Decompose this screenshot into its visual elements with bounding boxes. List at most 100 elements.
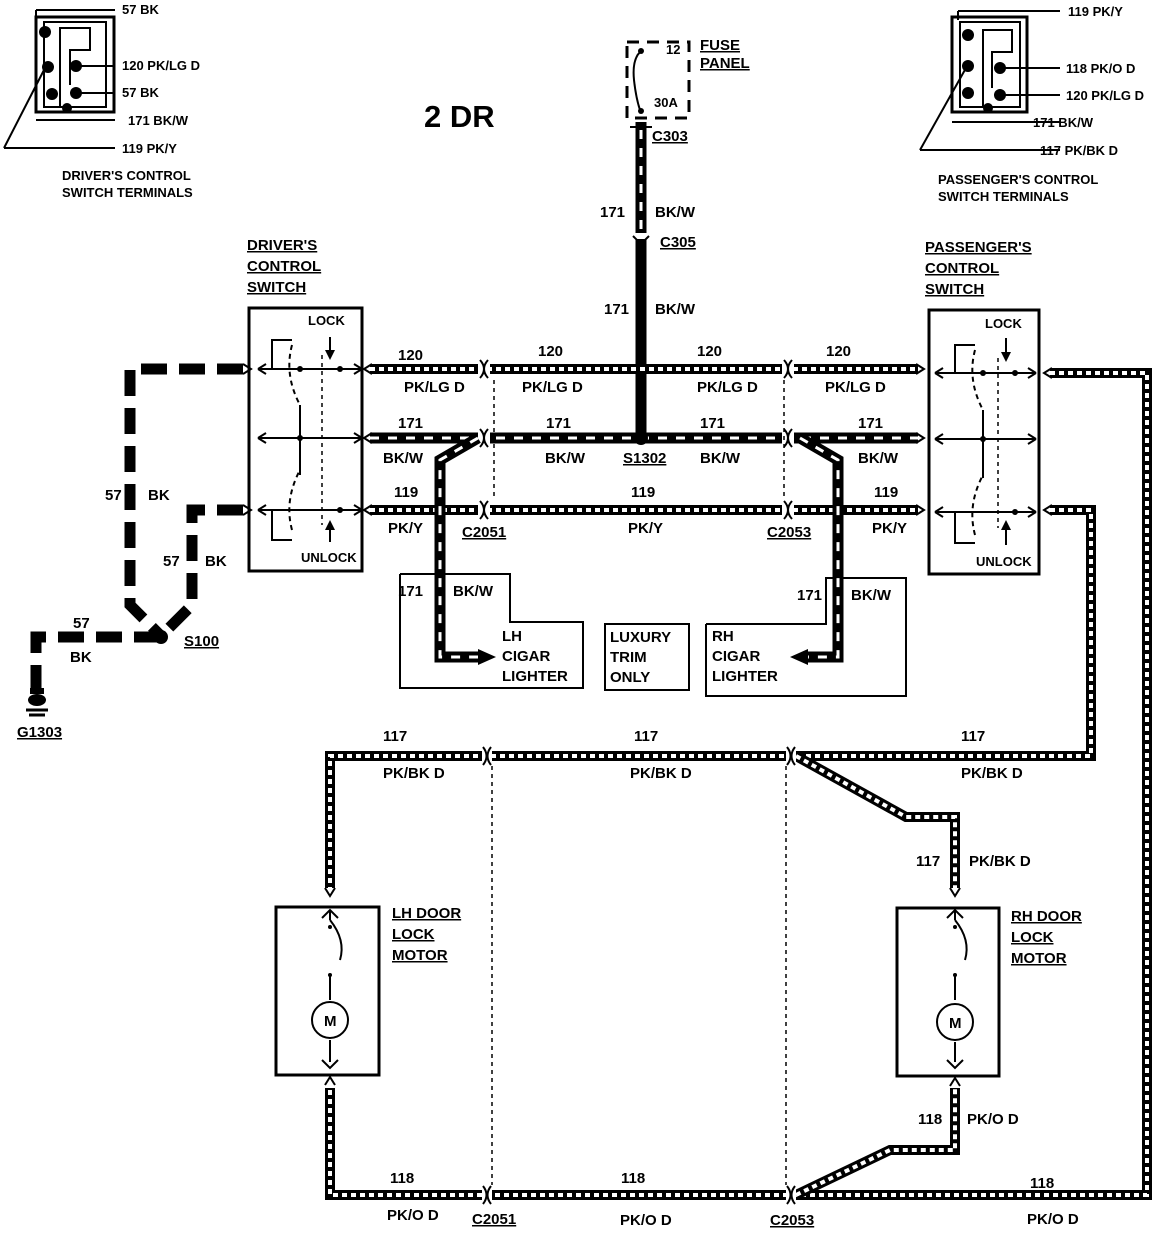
driver-terminal-wire-2: 120 PK/LG D: [122, 58, 200, 73]
ground-circuit-57: 57 BK 57 BK 57 BK S100 G1303: [17, 363, 243, 741]
driver-terminal-wire-1: 57 BK: [122, 2, 159, 17]
fuse-panel: 12 30A FUSE PANEL: [625, 37, 750, 120]
passenger-switch-lock-label: LOCK: [985, 316, 1022, 331]
wire-171: 171 BK/W 171 BK/W S1302 171 BK/W 171 BK/…: [370, 415, 918, 467]
connector-c2053-lower: C2053: [770, 1212, 814, 1229]
wire-120-number-4: 120: [826, 343, 851, 360]
wire-120: 120 PK/LG D 120 PK/LG D 120 PK/LG D 120 …: [370, 343, 918, 396]
lh-lighter-label-1: LH: [502, 628, 522, 645]
driver-terminal-wire-4: 171 BK/W: [128, 113, 189, 128]
fuse-panel-label-1: FUSE: [700, 37, 740, 54]
wire-120-color-3: PK/LG D: [697, 379, 758, 396]
feed-wire-color-lower: BK/W: [655, 301, 696, 318]
luxury-trim-box: LUXURY TRIM ONLY: [604, 623, 690, 691]
wire-120-color-4: PK/LG D: [825, 379, 886, 396]
feed-wire-number-upper: 171: [600, 204, 625, 221]
driver-switch-label-2: CONTROL: [247, 258, 321, 275]
wire-171-number-2: 171: [546, 415, 571, 432]
wire-117-number-2: 117: [634, 728, 658, 745]
wire-171-color-3: BK/W: [700, 450, 741, 467]
rh-lighter-label-3: LIGHTER: [712, 668, 778, 685]
fuse-rating: 30A: [654, 95, 678, 110]
ground-g1303: G1303: [17, 724, 62, 741]
feed-wire-number-lower: 171: [604, 301, 629, 318]
splice-s100: S100: [184, 633, 219, 650]
rh-cigar-lighter: 171 BK/W RH CIGAR LIGHTER: [705, 433, 907, 697]
passenger-switch-label-2: CONTROL: [925, 260, 999, 277]
wire-118-color-3: PK/O D: [1027, 1211, 1079, 1228]
wire-119-color-2: PK/Y: [628, 520, 663, 537]
lh-lighter-label-3: LIGHTER: [502, 668, 568, 685]
driver-terminal-caption-2: SWITCH TERMINALS: [62, 185, 193, 200]
feed-wire-color-upper: BK/W: [655, 204, 696, 221]
wire-118-number-2: 118: [621, 1170, 645, 1187]
lh-cigar-lighter: 171 BK/W LH CIGAR LIGHTER: [398, 433, 584, 689]
connector-c2051-upper: C2051: [462, 524, 506, 541]
driver-terminal-wire-3: 57 BK: [122, 85, 159, 100]
driver-terminal-inset: 57 BK 120 PK/LG D 57 BK 171 BK/W 119 PK/…: [3, 2, 200, 200]
wire-117-color-2: PK/BK D: [630, 765, 692, 782]
fuse-number: 12: [666, 42, 680, 57]
rh-door-lock-motor: M RH DOOR LOCK MOTOR: [895, 887, 1082, 1087]
luxury-label-1: LUXURY: [610, 629, 671, 646]
rh-lighter-label-1: RH: [712, 628, 734, 645]
rh-motor-label-2: LOCK: [1011, 929, 1054, 946]
wire-171-color-4: BK/W: [858, 450, 899, 467]
passenger-switch-unlock-label: UNLOCK: [976, 554, 1032, 569]
wire-119-color-1: PK/Y: [388, 520, 423, 537]
wire-171-number-4: 171: [858, 415, 883, 432]
lh-motor-label-3: MOTOR: [392, 947, 448, 964]
wire-118: 118 PK/O D 118 PK/O D 118 PK/O D 118 PK/…: [325, 368, 1152, 1229]
rh-motor-symbol: M: [949, 1015, 962, 1032]
passenger-control-switch: PASSENGER'S CONTROL SWITCH LOCK UNLOCK: [925, 239, 1041, 576]
wire-120-color-2: PK/LG D: [522, 379, 583, 396]
passenger-terminal-wire-1: 119 PK/Y: [1068, 4, 1123, 19]
motor-harness-connectors: [482, 367, 1053, 1205]
wire-118-number-3: 118: [1030, 1175, 1054, 1192]
rh-motor-label-1: RH DOOR: [1011, 908, 1082, 925]
wire-117-color-1: PK/BK D: [383, 765, 445, 782]
fuse-panel-label-2: PANEL: [700, 55, 750, 72]
wire-119-number-3: 119: [874, 484, 898, 501]
luxury-label-3: ONLY: [610, 669, 650, 686]
wire-119-number-2: 119: [631, 484, 655, 501]
connector-c305: C305: [660, 234, 696, 251]
wire-117-number-1: 117: [383, 728, 407, 745]
wire-171-number-1: 171: [398, 415, 423, 432]
rh-lighter-wire-number: 171: [797, 587, 822, 604]
rh-motor-label-3: MOTOR: [1011, 950, 1067, 967]
passenger-switch-label-3: SWITCH: [925, 281, 984, 298]
passenger-terminal-wire-2: 118 PK/O D: [1066, 61, 1135, 76]
wire-120-number-1: 120: [398, 347, 423, 364]
rh-lighter-label-2: CIGAR: [712, 648, 761, 665]
connector-c2051-lower: C2051: [472, 1211, 516, 1228]
driver-terminal-caption-1: DRIVER'S CONTROL: [62, 168, 191, 183]
wire-117-color-4: PK/BK D: [969, 853, 1031, 870]
wire-171-number-3: 171: [700, 415, 725, 432]
splice-s1302: S1302: [623, 450, 666, 467]
driver-switch-label-3: SWITCH: [247, 279, 306, 296]
wire-117: 117 PK/BK D 117 PK/BK D 117 PK/BK D 117 …: [325, 505, 1096, 888]
passenger-switch-label-1: PASSENGER'S: [925, 239, 1032, 256]
driver-switch-lock-label: LOCK: [308, 313, 345, 328]
wire-119-number-1: 119: [394, 484, 418, 501]
wire-118-color-1: PK/O D: [387, 1207, 439, 1224]
lh-door-lock-motor: M LH DOOR LOCK MOTOR: [274, 887, 461, 1086]
lh-lighter-wire-number: 171: [398, 583, 423, 600]
passenger-terminal-wire-4: 171 BK/W: [1033, 115, 1094, 130]
driver-switch-unlock-label: UNLOCK: [301, 550, 357, 565]
feed-wire-171: C303 C305 171 BK/W 171 BK/W: [600, 122, 696, 438]
ground-wire-color-mid: BK: [205, 553, 227, 570]
ground-wire-number-mid: 57: [163, 553, 180, 570]
wire-119-color-3: PK/Y: [872, 520, 907, 537]
passenger-terminal-inset: 119 PK/Y 118 PK/O D 120 PK/LG D 171 BK/W…: [919, 4, 1144, 204]
connector-c303: C303: [652, 128, 688, 145]
wire-120-number-2: 120: [538, 343, 563, 360]
passenger-terminal-wire-3: 120 PK/LG D: [1066, 88, 1144, 103]
wire-118-color-2: PK/O D: [620, 1212, 672, 1229]
passenger-terminal-caption-1: PASSENGER'S CONTROL: [938, 172, 1098, 187]
ground-wire-number-upper: 57: [105, 487, 122, 504]
ground-wire-color-lower: BK: [70, 649, 92, 666]
wire-118-number-4: 118: [918, 1111, 942, 1128]
